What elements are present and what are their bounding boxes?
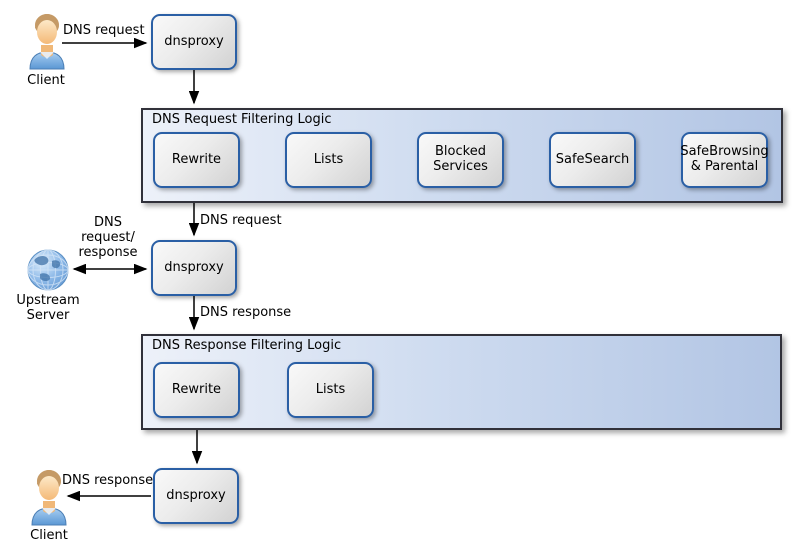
dns-response-filtering-title: DNS Response Filtering Logic xyxy=(152,338,342,353)
edge-label-dns-response-bottom: DNS response xyxy=(62,473,154,488)
client-bottom-label: Client xyxy=(30,528,68,543)
dns-request-filtering-container: DNS Request Filtering Logic Rewrite List… xyxy=(141,108,783,203)
dnsproxy-node-bottom: dnsproxy xyxy=(153,468,239,524)
person-icon xyxy=(31,470,67,526)
dns-request-filtering-title: DNS Request Filtering Logic xyxy=(152,112,332,127)
edge-label-dns-response-middle: DNS response xyxy=(200,305,292,320)
edge-label-dns-request-top: DNS request xyxy=(63,23,145,38)
dnsproxy-node-middle: dnsproxy xyxy=(151,240,237,296)
step-blocked-services: Blocked Services xyxy=(417,132,504,188)
step-lists-request: Lists xyxy=(285,132,372,188)
edge-label-dns-request-response: DNS request/ response xyxy=(78,215,138,260)
step-safebrowsing-parental: SafeBrowsing & Parental xyxy=(680,132,769,188)
edge-label-dns-request-middle: DNS request xyxy=(200,213,282,228)
step-safesearch: SafeSearch xyxy=(549,132,636,188)
step-lists-response: Lists xyxy=(287,362,374,418)
client-top-label: Client xyxy=(27,73,65,88)
globe-icon xyxy=(27,249,69,291)
step-rewrite-request: Rewrite xyxy=(153,132,240,188)
dnsproxy-node-top: dnsproxy xyxy=(151,14,237,70)
upstream-server-label: Upstream Server xyxy=(16,293,80,323)
person-icon xyxy=(29,14,65,70)
step-rewrite-response: Rewrite xyxy=(153,362,240,418)
dns-response-filtering-container: DNS Response Filtering Logic Rewrite Lis… xyxy=(141,334,782,430)
